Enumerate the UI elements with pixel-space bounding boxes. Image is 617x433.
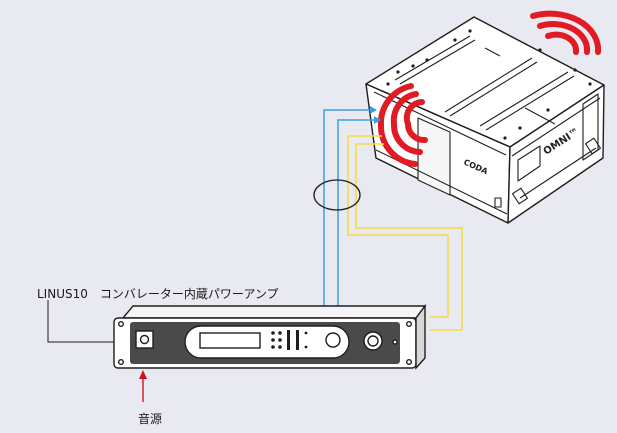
amplifier-label: LINUS10 コンバレーター内蔵パワーアンプ <box>37 287 279 301</box>
source-arrow <box>139 370 147 402</box>
yellow-cables <box>347 135 463 331</box>
small-knob <box>325 332 341 348</box>
top-screws <box>386 29 592 140</box>
amplifier-label-leader <box>47 300 114 343</box>
blue-cables <box>323 109 380 322</box>
speaker-side-face <box>507 84 605 224</box>
blue-arrowheads <box>370 106 381 124</box>
amplifier-top <box>121 305 427 319</box>
side-hardware <box>511 93 602 205</box>
amplifier-side <box>415 303 426 370</box>
cable-bundle-ellipse <box>313 179 361 211</box>
panel-buttons <box>271 330 308 350</box>
indicator-led <box>392 339 398 345</box>
sound-waves-front <box>377 83 428 167</box>
amplifier <box>113 303 427 370</box>
sound-waves-top <box>530 10 602 55</box>
lcd-display <box>199 332 261 349</box>
speaker-cabinet <box>365 16 605 224</box>
audio-source-label: 音源 <box>138 412 163 426</box>
top-grooves <box>394 35 575 131</box>
